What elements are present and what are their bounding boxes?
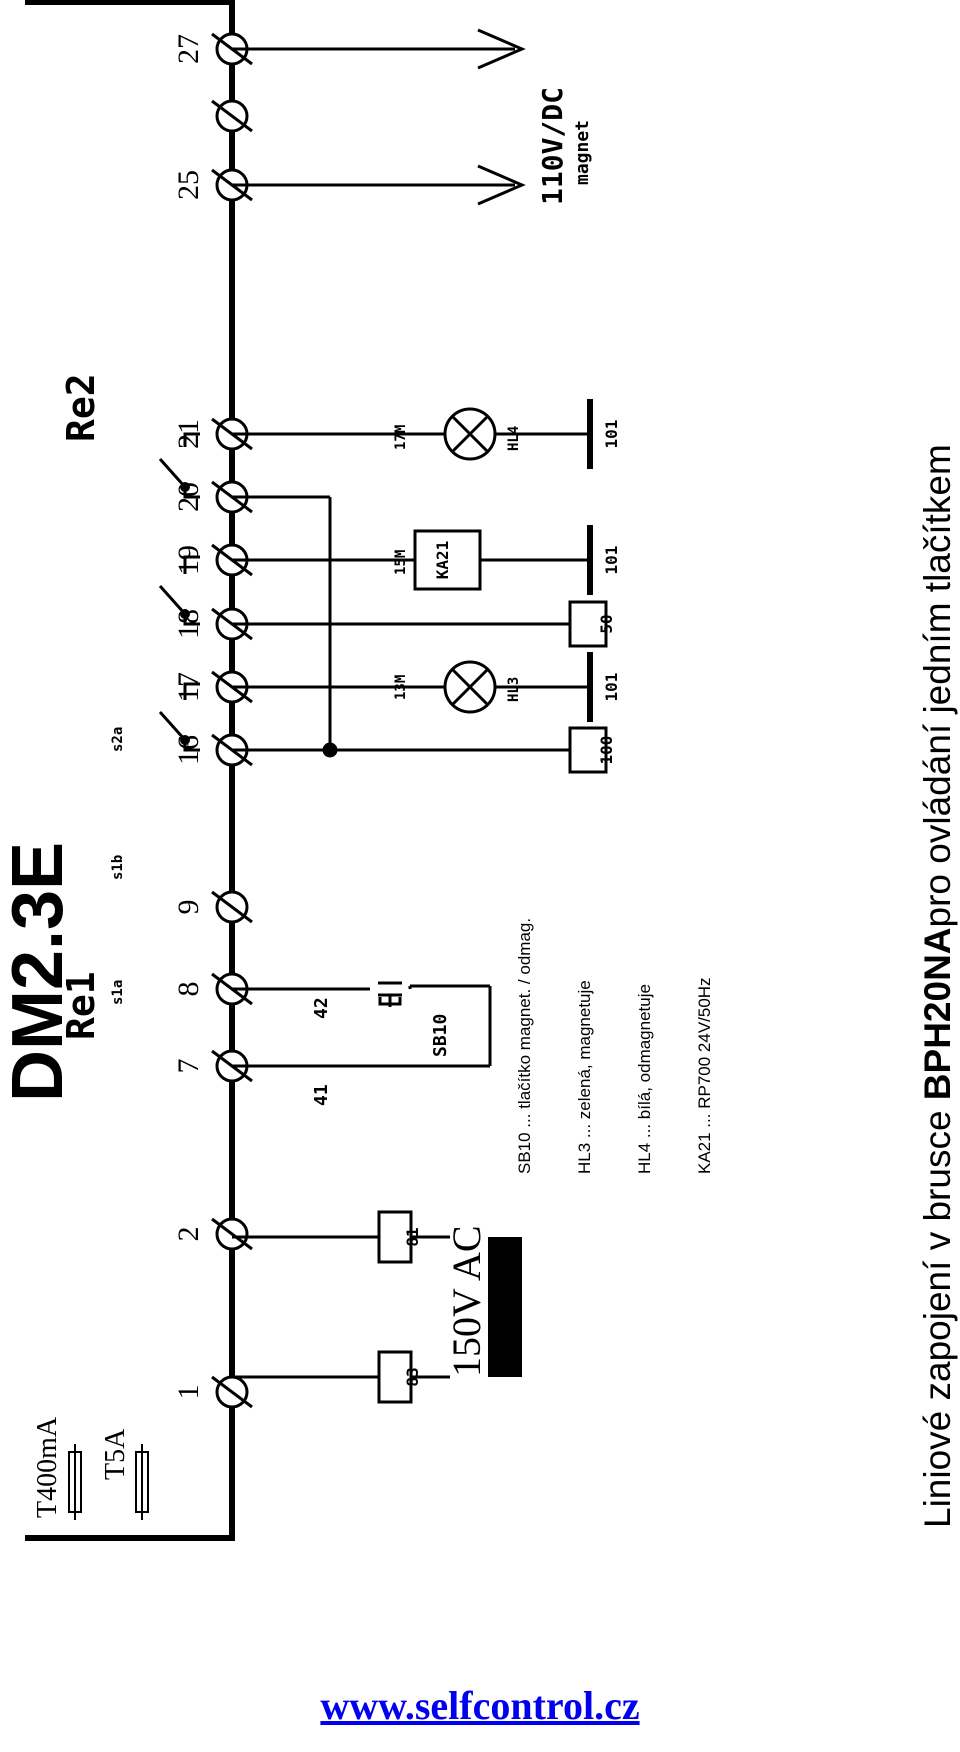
ground-label-101-c: 101 [602, 420, 621, 449]
box-label-100: 100 [597, 736, 616, 765]
terminal-label-8: 8 [172, 982, 205, 997]
output-magnet-label: magnet [572, 120, 593, 185]
fuse-symbols [68, 1444, 149, 1520]
terminal-boxes-left [377, 1210, 413, 1404]
caption-model: BPH20NA [917, 927, 958, 1100]
terminal-1 [211, 1375, 253, 1409]
transformer-label: 150V AC [444, 1225, 489, 1377]
terminal-boxes-right [413, 529, 608, 774]
caption-prefix: Liniové zapojení v brusce [917, 1100, 958, 1528]
wire-code-13m: 13M [393, 675, 409, 700]
ground-label-101-b: 101 [602, 546, 621, 575]
terminal-label-21: 21 [172, 419, 205, 449]
caption: Liniové zapojení v brusce BPH20NApro ovl… [917, 444, 958, 1528]
terminal-label-1: 1 [172, 1385, 205, 1400]
relay-label-re1: Re1 [59, 971, 103, 1040]
device-title: DM2.3E [0, 842, 78, 1102]
contact-label-s1a: s1a [110, 980, 126, 1005]
terminal-26 [211, 99, 253, 133]
contact-label-s2a: s2a [110, 727, 126, 752]
output-arrows [232, 28, 526, 206]
relay-label-re2: Re2 [59, 373, 103, 442]
terminal-label-16: 16 [172, 735, 205, 765]
box-label-ka21: KA21 [433, 541, 452, 580]
box-label-81: 81 [403, 1227, 422, 1246]
wire-code-15m: 15M [393, 550, 409, 575]
lamp-label-hl3: HL3 [506, 677, 522, 702]
wire-code-17m: 17M [393, 425, 409, 450]
fuse-label-t400ma: T400mA [32, 1416, 63, 1518]
terminal-2 [211, 1217, 253, 1251]
legend-item-hl3: HL3 ... zelená, magnetuje [575, 980, 594, 1174]
legend-item-ka21: KA21 ... RP700 24V/50Hz [695, 977, 714, 1174]
button-label-sb10: SB10 [430, 1014, 451, 1057]
lamp-symbols [443, 407, 497, 714]
wire-number-42: 42 [311, 997, 332, 1019]
terminal-9 [211, 890, 253, 924]
box-label-50: 50 [597, 614, 616, 633]
wire-number-41: 41 [311, 1084, 332, 1106]
ground-label-101-a: 101 [602, 673, 621, 702]
transformer [488, 1237, 522, 1377]
terminal-label-20: 20 [172, 482, 205, 512]
caption-suffix: pro ovládání jedním tlačítkem [917, 444, 958, 927]
terminal-label-25: 25 [172, 170, 205, 200]
legend-item-hl4: HL4 ... bílá, odmagnetuje [635, 984, 654, 1174]
fuse-label-t5a: T5A [100, 1428, 131, 1480]
terminal-label-7: 7 [172, 1059, 205, 1074]
terminal-label-9: 9 [172, 900, 205, 915]
terminal-label-27: 27 [172, 34, 205, 64]
website-link[interactable]: www.selfcontrol.cz [320, 1683, 640, 1728]
terminal-label-2: 2 [172, 1227, 205, 1242]
terminal-label-17: 17 [172, 672, 205, 702]
output-voltage-label: 110V/DC [536, 87, 569, 205]
relay-contact-symbols [158, 432, 200, 752]
terminal-label-18: 18 [172, 609, 205, 639]
contact-label-s1b: s1b [110, 855, 126, 880]
terminal-label-19: 19 [172, 545, 205, 575]
legend-item-sb10: SB10 ... tlačítko magnet. / odmag. [515, 918, 534, 1174]
lamp-label-hl4: HL4 [506, 426, 522, 451]
box-label-83: 83 [403, 1367, 422, 1386]
